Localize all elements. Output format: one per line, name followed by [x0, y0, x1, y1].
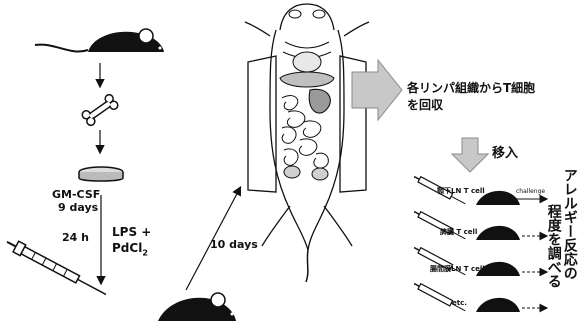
recipient-label-2: 脾臓 T cell: [440, 229, 477, 237]
mouse-icon: [476, 298, 520, 312]
wait-duration: 10 days: [210, 239, 258, 251]
transfer-label: 移入: [492, 147, 518, 161]
bone-icon: [81, 93, 120, 127]
recipient-row-2: [413, 209, 546, 242]
culture-label: GM-CSF: [52, 189, 100, 201]
recipient-row-4: [413, 281, 546, 314]
mouse-icon: [476, 226, 520, 240]
syringe-icon: [4, 237, 109, 300]
dissected-mouse-icon: [245, 4, 369, 282]
challenge-label: challenge: [516, 189, 545, 196]
recipient-label-3: 腸間膜LN T cell: [430, 266, 485, 274]
stimulation-time: 24 h: [62, 232, 89, 244]
harvest-label-line1: 各リンパ組織からT細胞: [407, 82, 535, 95]
result-text-col1: アレルギー反応の: [562, 168, 577, 280]
syringe-icon: [413, 281, 467, 314]
recipient-mouse-icon: [158, 293, 236, 321]
stimulation-line1: LPS +: [112, 226, 151, 239]
recipient-label-4: etc.: [452, 300, 467, 308]
result-text-col2: 程度を調べる: [546, 204, 561, 288]
petri-dish-icon: [79, 167, 123, 181]
transfer-arrow-icon: [452, 138, 488, 172]
culture-duration: 9 days: [58, 202, 98, 214]
donor-mouse-icon: [35, 29, 164, 52]
harvest-label-line2: を回収: [407, 99, 443, 112]
stimulation-line2: PdCl2: [112, 242, 148, 258]
recipient-label-1: 顎下LN T cell: [437, 188, 485, 196]
